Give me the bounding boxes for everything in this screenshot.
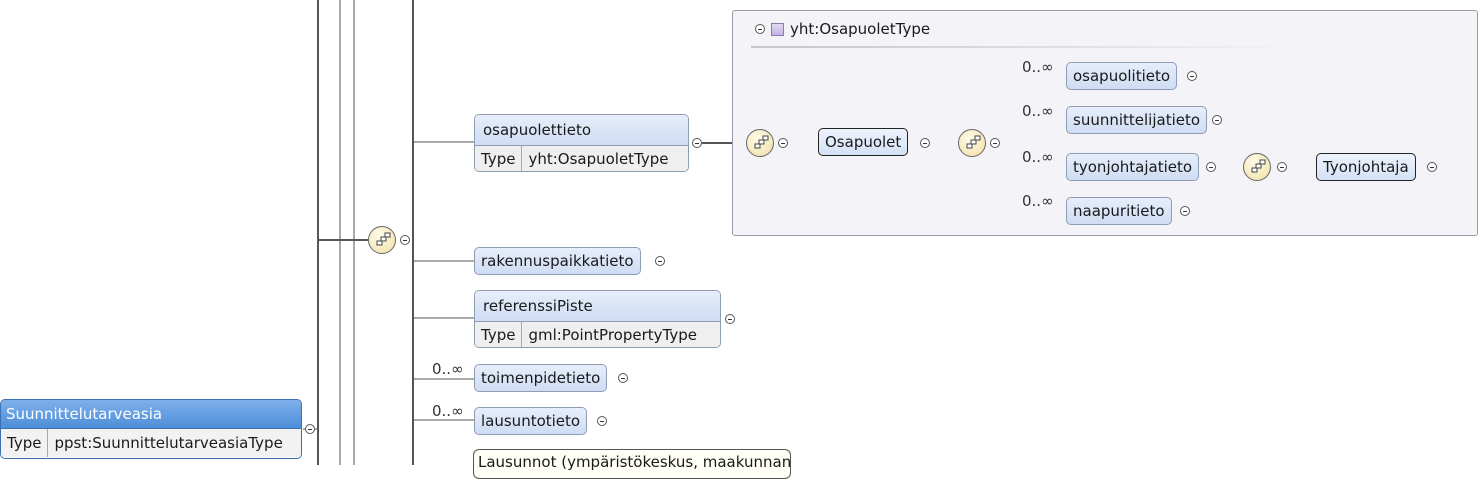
type-row: Type ppst:SuunnittelutarveasiaType (1, 429, 301, 457)
sequence-compositor-icon[interactable] (368, 226, 396, 254)
element-tyonjohtajatieto[interactable]: tyonjohtajatieto (1066, 153, 1200, 181)
element-osapuolettieto[interactable]: osapuolettieto Type yht:OsapuoletType (474, 114, 689, 172)
collapse-icon[interactable] (1277, 162, 1287, 172)
type-box-header: yht:OsapuoletType (755, 20, 930, 38)
type-row: Type yht:OsapuoletType (475, 146, 688, 171)
type-label: Type (475, 322, 523, 347)
expand-icon[interactable] (725, 314, 735, 324)
element-tyonjohtaja[interactable]: Tyonjohtaja (1316, 153, 1416, 181)
element-osapuolet[interactable]: Osapuolet (818, 128, 909, 156)
element-name: referenssiPiste (475, 291, 720, 322)
type-value: gml:PointPropertyType (528, 326, 697, 344)
collapse-icon[interactable] (400, 235, 410, 245)
cardinality-label: 0..∞ (432, 360, 464, 378)
element-name: osapuolettieto (475, 115, 688, 146)
element-rakennuspaikkatieto[interactable]: rakennuspaikkatieto (474, 247, 641, 275)
element-osapuolitieto[interactable]: osapuolitieto (1066, 62, 1178, 90)
sequence-compositor-icon[interactable] (746, 129, 774, 157)
collapse-icon[interactable] (755, 24, 765, 34)
complex-type-icon (771, 22, 784, 36)
cardinality-label: 0..∞ (1022, 192, 1054, 210)
element-suunnittelijatieto[interactable]: suunnittelijatieto (1066, 106, 1208, 134)
expand-icon[interactable] (1187, 71, 1197, 81)
expand-icon[interactable] (655, 256, 665, 266)
type-value: yht:OsapuoletType (528, 150, 669, 168)
expand-icon[interactable] (1180, 206, 1190, 216)
expand-icon[interactable] (618, 373, 628, 383)
element-toimenpidetieto[interactable]: toimenpidetieto (474, 364, 608, 392)
expand-icon[interactable] (1427, 162, 1437, 172)
type-label: Type (1, 429, 49, 457)
type-box-title: yht:OsapuoletType (790, 20, 931, 38)
element-lausuntotieto[interactable]: lausuntotieto (474, 407, 588, 435)
cardinality-label: 0..∞ (1022, 58, 1054, 76)
expand-icon[interactable] (597, 416, 607, 426)
collapse-icon[interactable] (920, 138, 930, 148)
element-naapuritieto[interactable]: naapuritieto (1066, 197, 1172, 225)
expand-icon[interactable] (1212, 115, 1222, 125)
element-name: Suunnittelutarveasia (1, 400, 301, 429)
collapse-icon[interactable] (692, 138, 702, 148)
element-referenssipiste[interactable]: referenssiPiste Type gml:PointPropertyTy… (474, 290, 721, 348)
collapse-icon[interactable] (305, 424, 315, 434)
cardinality-label: 0..∞ (1022, 148, 1054, 166)
collapse-icon[interactable] (1206, 162, 1216, 172)
type-box-separator (751, 46, 1291, 48)
element-suunnittelutarveasia[interactable]: Suunnittelutarveasia Type ppst:Suunnitte… (0, 399, 302, 459)
type-value: ppst:SuunnittelutarveasiaType (54, 434, 283, 452)
documentation-tooltip: Lausunnot (ympäristökeskus, maakunnan (473, 449, 791, 479)
type-row: Type gml:PointPropertyType (475, 322, 720, 347)
type-label: Type (475, 146, 523, 171)
sequence-compositor-icon[interactable] (958, 129, 986, 157)
collapse-icon[interactable] (778, 138, 788, 148)
cardinality-label: 0..∞ (1022, 102, 1054, 120)
sequence-compositor-icon[interactable] (1243, 153, 1271, 181)
cardinality-label: 0..∞ (432, 402, 464, 420)
collapse-icon[interactable] (990, 138, 1000, 148)
